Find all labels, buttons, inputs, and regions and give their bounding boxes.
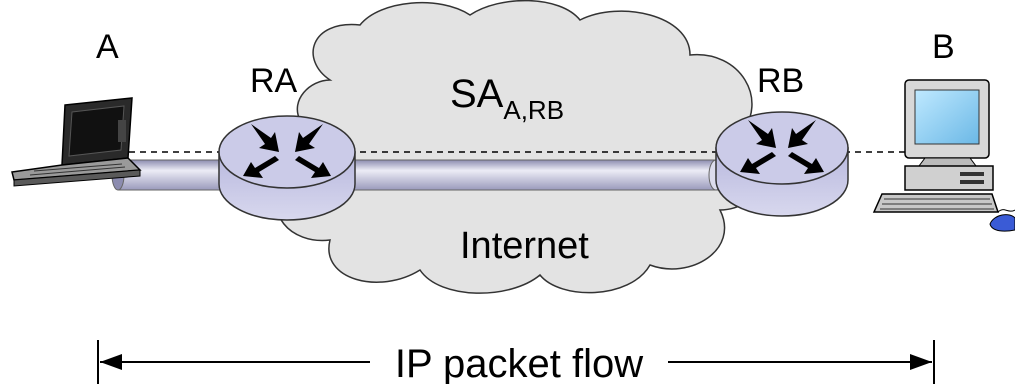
router-icon: [218, 115, 356, 221]
sa-main: SA: [450, 72, 504, 116]
tunnel-tube: [111, 159, 724, 191]
desktop-computer-icon: [872, 79, 1015, 232]
flow-arrow: [97, 340, 935, 384]
host-b-label: B: [932, 28, 955, 66]
security-association-label: SAA,RB: [450, 72, 564, 125]
router-a-label: RA: [250, 62, 298, 100]
sa-subscript: A,RB: [503, 95, 564, 125]
flow-label: IP packet flow: [395, 342, 643, 384]
internet-label: Internet: [460, 225, 589, 267]
laptop-icon: [11, 97, 142, 187]
host-a-label: A: [96, 28, 119, 66]
router-b-label: RB: [757, 62, 804, 100]
router-icon: [715, 111, 849, 217]
